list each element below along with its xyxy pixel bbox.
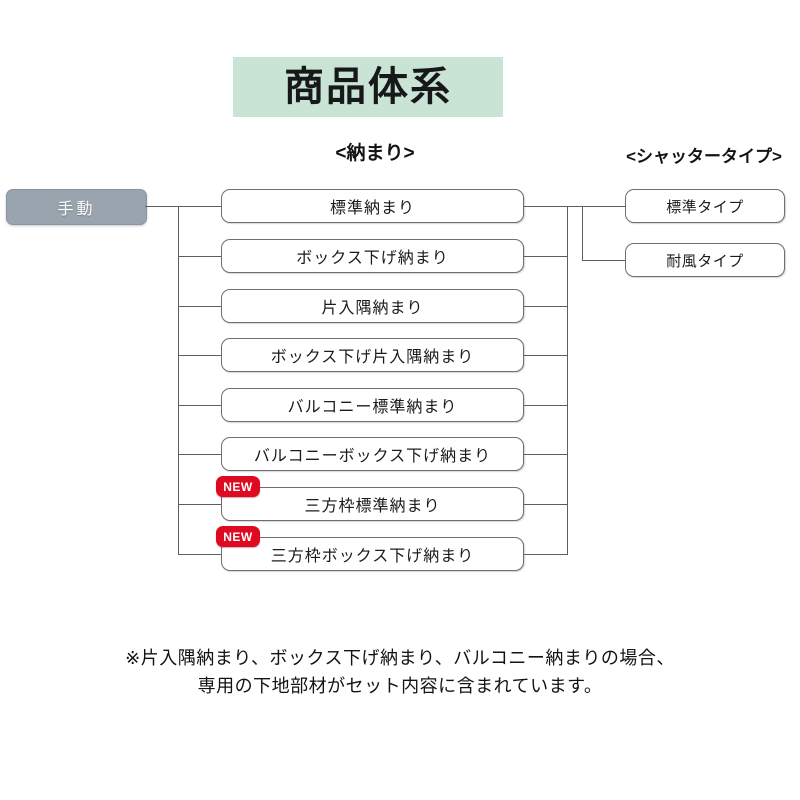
connector-node-7-right-stub <box>524 504 568 505</box>
footnote-line-1: ※片入隅納まり、ボックス下げ納まり、バルコニー納まりの場合、 <box>125 648 675 668</box>
node-osamari-6[interactable]: バルコニーボックス下げ納まり <box>221 437 524 471</box>
connector-right-collector-vertical <box>567 206 568 554</box>
node-label: ボックス下げ納まり <box>296 250 449 267</box>
root-node-manual[interactable]: 手動 <box>6 189 147 225</box>
node-osamari-7[interactable]: 三方枠標準納まり <box>221 487 524 521</box>
connector-node-6-right-stub <box>524 454 568 455</box>
connector-trunk-vertical <box>178 206 179 554</box>
node-label: 片入隅納まり <box>321 300 424 317</box>
title-banner: 商品体系 <box>233 57 503 117</box>
node-label: バルコニーボックス下げ納まり <box>253 448 492 465</box>
connector-node-1-right-stub <box>524 206 568 207</box>
connector-node-4-right-stub <box>524 355 568 356</box>
connector-shutter-trunk-vertical <box>582 206 583 261</box>
node-osamari-3[interactable]: 片入隅納まり <box>221 289 524 323</box>
node-osamari-4[interactable]: ボックス下げ片入隅納まり <box>221 338 524 372</box>
connector-trunk-to-node-2 <box>178 256 221 257</box>
page-title: 商品体系 <box>284 65 452 109</box>
node-osamari-5[interactable]: バルコニー標準納まり <box>221 388 524 422</box>
node-label: 標準納まり <box>329 200 415 217</box>
connector-collector-to-shutter-trunk <box>567 206 583 207</box>
connector-shutter-to-node-2 <box>582 260 625 261</box>
node-shutter-2[interactable]: 耐風タイプ <box>625 243 785 277</box>
footnote: ※片入隅納まり、ボックス下げ納まり、バルコニー納まりの場合、 専用の下地部材がセ… <box>0 645 800 701</box>
new-badge-label: NEW <box>223 529 253 544</box>
node-label: 耐風タイプ <box>666 252 744 270</box>
connector-node-2-right-stub <box>524 256 568 257</box>
connector-root-to-trunk <box>145 206 179 207</box>
connector-node-3-right-stub <box>524 306 568 307</box>
connector-trunk-to-node-3 <box>178 306 221 307</box>
new-badge-osamari-7: NEW <box>216 476 260 497</box>
column-header-osamari: <納まり> <box>335 143 415 164</box>
connector-trunk-to-node-4 <box>178 355 221 356</box>
connector-trunk-to-node-6 <box>178 454 221 455</box>
connector-node-8-right-stub <box>524 554 568 555</box>
node-osamari-8[interactable]: 三方枠ボックス下げ納まり <box>221 537 524 571</box>
node-osamari-1[interactable]: 標準納まり <box>221 189 524 223</box>
connector-shutter-to-node-1 <box>582 206 625 207</box>
connector-trunk-to-node-7 <box>178 504 221 505</box>
node-label: 標準タイプ <box>666 198 744 216</box>
node-label: 三方枠ボックス下げ納まり <box>270 548 475 565</box>
new-badge-osamari-8: NEW <box>216 526 260 547</box>
new-badge-label: NEW <box>223 479 253 494</box>
root-node-label: 手動 <box>57 201 96 218</box>
node-label: バルコニー標準納まり <box>287 399 458 416</box>
connector-trunk-to-node-8 <box>178 554 221 555</box>
node-label: 三方枠標準納まり <box>304 498 441 515</box>
connector-trunk-to-node-1 <box>178 206 221 207</box>
connector-node-5-right-stub <box>524 405 568 406</box>
column-header-shutter-type: <シャッタータイプ> <box>626 147 782 166</box>
node-osamari-2[interactable]: ボックス下げ納まり <box>221 239 524 273</box>
node-shutter-1[interactable]: 標準タイプ <box>625 189 785 223</box>
node-label: ボックス下げ片入隅納まり <box>270 349 475 366</box>
connector-trunk-to-node-5 <box>178 405 221 406</box>
footnote-line-2: 専用の下地部材がセット内容に含まれています。 <box>197 675 603 696</box>
